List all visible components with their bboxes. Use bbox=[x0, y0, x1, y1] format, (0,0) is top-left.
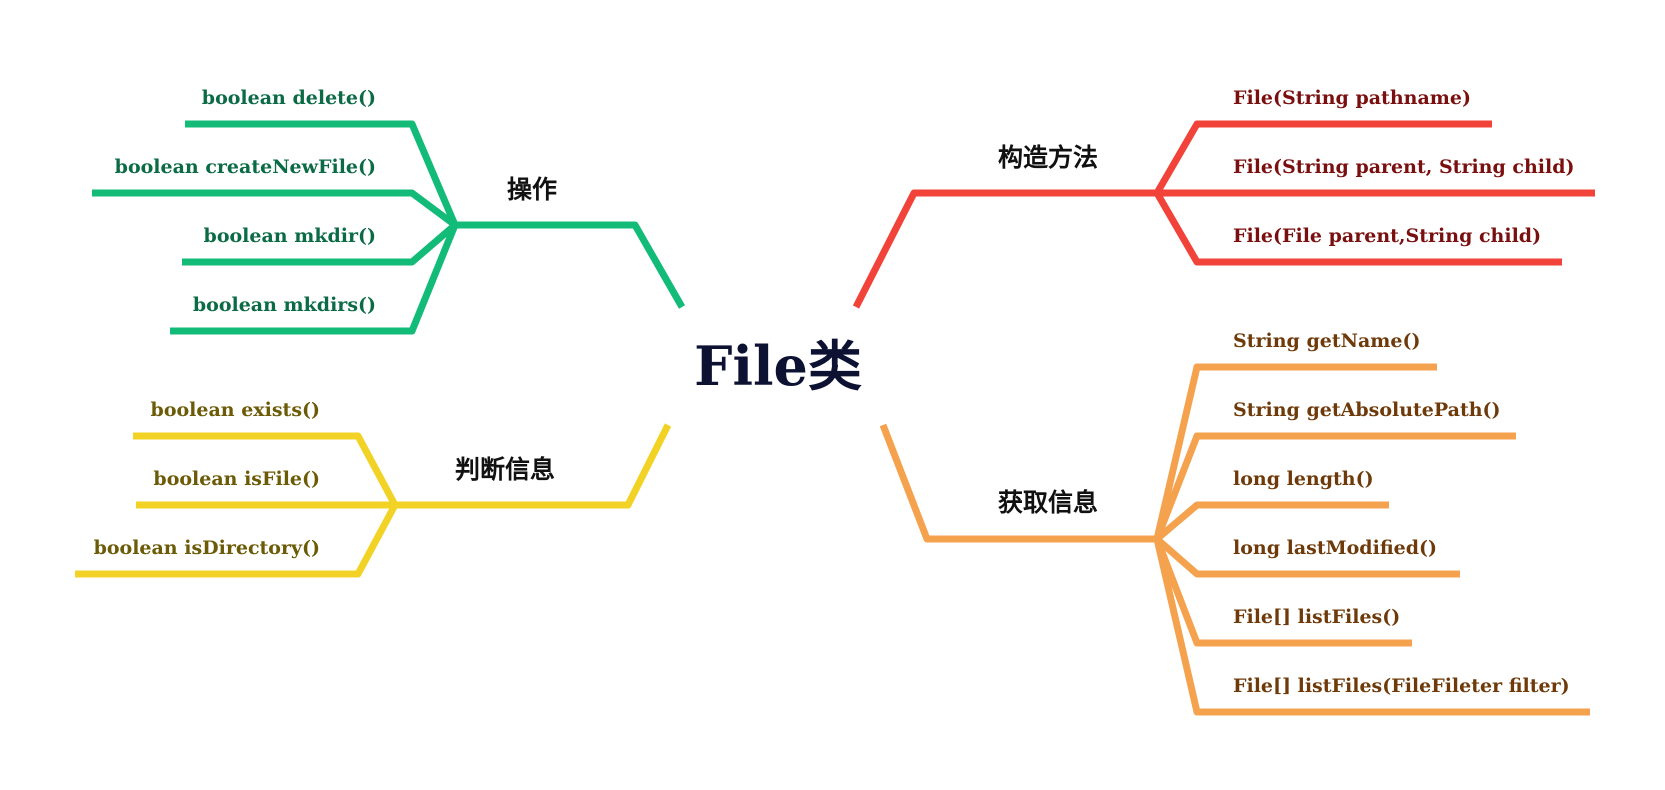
connector bbox=[1153, 538, 1590, 716]
branch-constructors-title: 构造方法 bbox=[998, 143, 1098, 172]
connector bbox=[1153, 191, 1562, 266]
connector bbox=[1153, 363, 1437, 540]
branch-operations: 操作 boolean delete() boolean createNewFil… bbox=[92, 87, 686, 335]
branch-checks-trunk bbox=[395, 423, 672, 509]
leaf-label: long length() bbox=[1233, 468, 1374, 490]
connector bbox=[133, 432, 399, 507]
center-title: File类 bbox=[694, 334, 862, 398]
leaf-label: String getName() bbox=[1233, 330, 1420, 352]
leaf-label: File(String parent, String child) bbox=[1233, 156, 1575, 178]
connector bbox=[1153, 537, 1412, 647]
connector bbox=[1154, 501, 1389, 542]
connector bbox=[75, 503, 399, 578]
branch-constructors: 构造方法 File(String pathname) File(String p… bbox=[852, 87, 1595, 309]
leaf-label: boolean mkdirs() bbox=[193, 294, 376, 316]
leaf-label: boolean isDirectory() bbox=[94, 537, 320, 559]
branch-checks: 判断信息 boolean exists() boolean isFile() b… bbox=[75, 399, 672, 578]
branch-getters-title: 获取信息 bbox=[998, 488, 1098, 517]
branch-operations-title: 操作 bbox=[507, 175, 557, 204]
branch-getters-trunk bbox=[879, 423, 1157, 543]
branch-constructors-trunk bbox=[852, 189, 1157, 309]
connector bbox=[1153, 120, 1492, 195]
connector bbox=[182, 222, 458, 266]
connector bbox=[92, 189, 458, 228]
leaf-label: File(File parent,String child) bbox=[1233, 225, 1541, 247]
leaf-label: boolean isFile() bbox=[153, 468, 320, 490]
branch-operations-trunk bbox=[455, 221, 686, 309]
connector bbox=[170, 223, 459, 335]
leaf-label: File(String pathname) bbox=[1233, 87, 1471, 109]
leaf-label: boolean createNewFile() bbox=[115, 156, 376, 178]
leaf-label: String getAbsolutePath() bbox=[1233, 399, 1501, 421]
branch-checks-title: 判断信息 bbox=[455, 455, 555, 484]
leaf-label: File[] listFiles(FileFileter filter) bbox=[1233, 675, 1570, 697]
leaf-label: boolean delete() bbox=[202, 87, 376, 109]
branch-getters: 获取信息 String getName() String getAbsolute… bbox=[879, 330, 1590, 716]
leaf-label: boolean exists() bbox=[151, 399, 320, 421]
connector bbox=[185, 120, 459, 227]
leaf-label: boolean mkdir() bbox=[204, 225, 376, 247]
leaf-label: long lastModified() bbox=[1233, 537, 1437, 559]
connector bbox=[1154, 536, 1460, 578]
connector bbox=[1153, 432, 1516, 541]
leaf-label: File[] listFiles() bbox=[1233, 606, 1400, 628]
